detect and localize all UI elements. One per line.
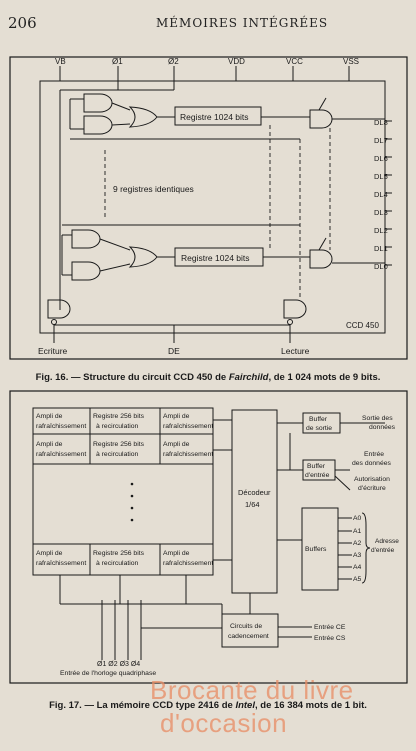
data-in-line1: Entrée [364,451,384,458]
figure-16-caption: Fig. 16. — Structure du circuit CCD 450 … [35,372,381,383]
ce-input-label: Entrée CE [314,624,346,631]
buffers-label: Buffers [305,546,327,553]
decoder-line1: Décodeur [238,488,271,497]
pin-vb: VB [55,57,66,66]
ampli-2-line1: Ampli de [163,413,190,420]
figure-17-caption: Fig. 17. — La mémoire CCD type 2416 de I… [49,700,367,711]
output-dl8: DL8 [374,118,388,127]
pin-vss: VSS [343,57,359,66]
decoder-line2: 1/64 [245,500,260,509]
ampli-1-line2: rafraîchissement [36,423,86,430]
watermark-line1: Brocante du livre [150,675,354,705]
reg-2-line2: à recirculation [96,451,139,458]
ampli-5-line1: Ampli de [36,550,63,557]
cs-input-label: Entrée CS [314,635,346,642]
addr-a3: A3 [353,552,362,559]
page-header: 206 MÉMOIRES INTÉGRÉES [8,14,408,34]
addr-a0: A0 [353,515,362,522]
address-in-line2: d'entrée [371,547,395,554]
timing-line2: cadencement [228,633,269,640]
timing-line1: Circuits de [230,623,262,630]
reg-1-line2: à recirculation [96,423,139,430]
output-dl0: DL0 [374,262,388,271]
buffer-out-line2: de sortie [306,425,332,432]
output-dl1: DL1 [374,244,388,253]
write-enable-line2: d'écriture [358,485,386,492]
caption-16-maker: Fairchild [228,372,269,383]
addr-a1: A1 [353,528,362,535]
ampli-3-line1: Ampli de [36,441,63,448]
ampli-5-line2: rafraîchissement [36,560,86,567]
output-dl2: DL2 [374,226,388,235]
output-dl5: DL5 [374,172,388,181]
caption-17-maker: Intel [235,700,255,711]
addr-a4: A4 [353,564,362,571]
pin-vdd: VDD [228,57,245,66]
identical-registers-label: 9 registres identiques [113,184,194,194]
output-dl6: DL6 [374,154,388,163]
reg-1-line1: Registre 256 bits [93,413,145,420]
pin-phi2: Ø2 [168,57,179,66]
clock-input-label: Entrée de l'horloge quadriphase [60,670,156,677]
address-in-line1: Adresse [375,538,399,545]
buffer-in-line1: Buffer [307,463,326,470]
addr-a5: A5 [353,576,362,583]
pin-vcc: VCC [286,57,303,66]
ampli-4-line1: Ampli de [163,441,190,448]
data-in-line2: des données [352,460,392,467]
ampli-4-line2: rafraîchissement [163,451,213,458]
ampli-6-line1: Ampli de [163,550,190,557]
clock-phases: Ø1 Ø2 Ø3 Ø4 [97,661,140,668]
write-enable-line1: Autorisation [354,476,390,483]
data-out-line1: Sortie des [362,415,393,422]
chip-name: CCD 450 [346,321,379,330]
pin-phi1: Ø1 [112,57,123,66]
running-title: MÉMOIRES INTÉGRÉES [156,16,329,30]
reg-2-line1: Registre 256 bits [93,441,145,448]
buffer-out-line1: Buffer [309,416,328,423]
watermark-line2: d'occasion [160,708,288,738]
ampli-3-line2: rafraîchissement [36,451,86,458]
ampli-1-line1: Ampli de [36,413,63,420]
page-number: 206 [8,14,37,32]
reg-3-line1: Registre 256 bits [93,550,145,557]
reg-3-line2: à recirculation [96,560,139,567]
output-dl3: DL3 [374,208,388,217]
addr-a2: A2 [353,540,362,547]
register-bottom-label: Registre 1024 bits [181,253,250,263]
de-label: DE [168,346,180,356]
write-label: Ecriture [38,346,68,356]
buffer-in-line2: d'entrée [305,472,330,479]
output-dl7: DL7 [374,136,388,145]
read-label: Lecture [281,346,310,356]
ampli-6-line2: rafraîchissement [163,560,213,567]
data-out-line2: données [369,424,396,431]
ampli-2-line2: rafraîchissement [163,423,213,430]
output-dl4: DL4 [374,190,388,199]
register-top-label: Registre 1024 bits [180,112,249,122]
